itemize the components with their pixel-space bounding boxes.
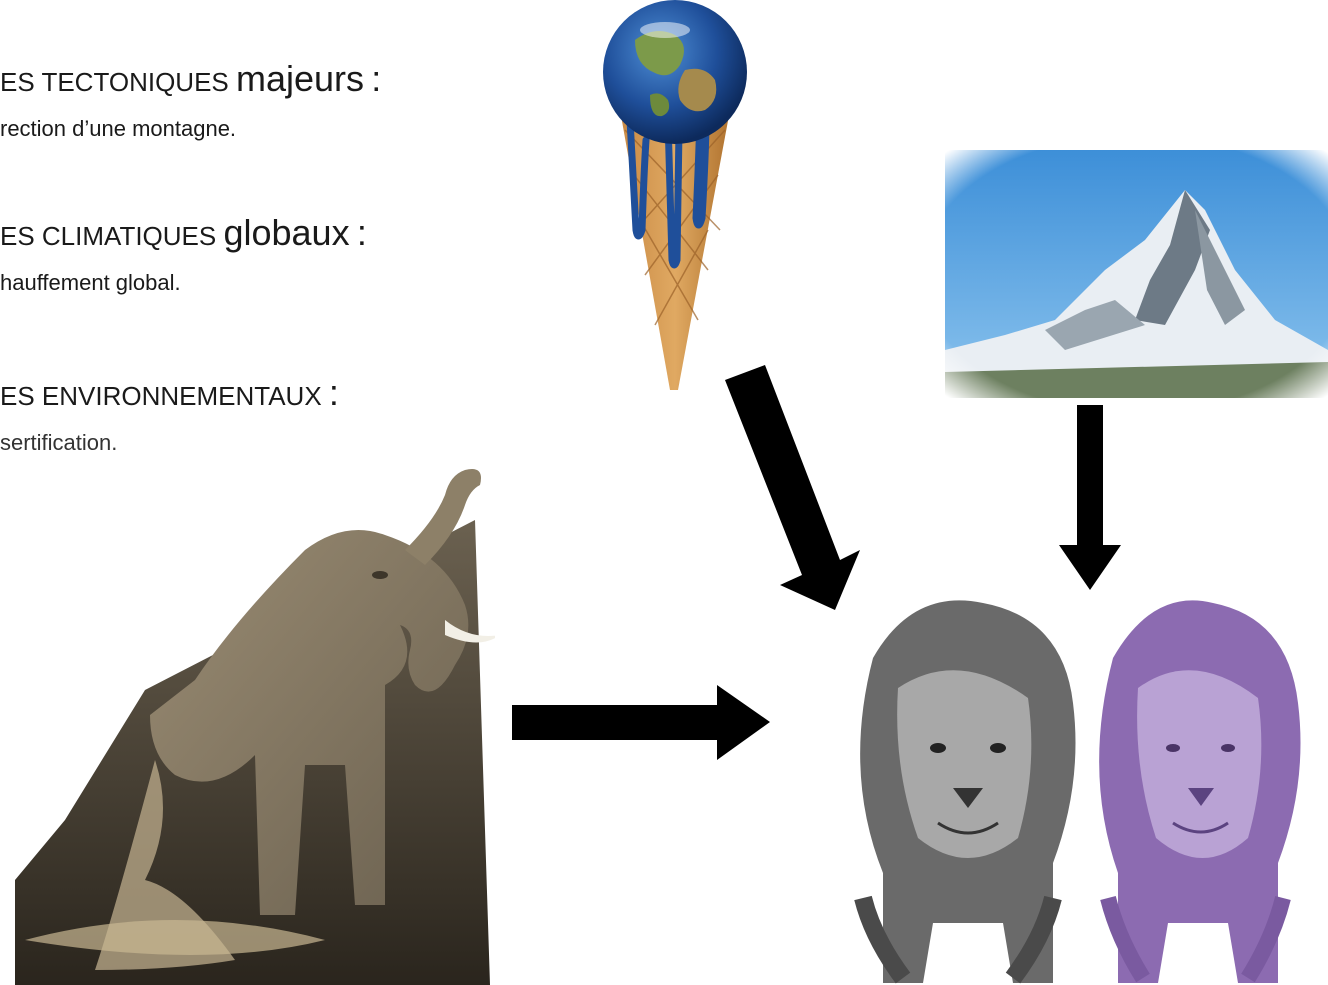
ice-cream-earth-image bbox=[590, 0, 760, 392]
gray-lion-image bbox=[843, 598, 1083, 985]
subtext-tectonic: rection d’une montagne. bbox=[0, 116, 236, 142]
heading-environmental-small: ES ENVIRONNEMENTAUX bbox=[0, 381, 322, 411]
heading-environmental-colon: : bbox=[329, 372, 339, 413]
subtext-environmental: sertification. bbox=[0, 430, 117, 456]
elephant-image bbox=[5, 460, 495, 985]
right-arrow bbox=[512, 685, 772, 760]
heading-tectonic-small: ES TECTONIQUES bbox=[0, 67, 229, 97]
down-arrow bbox=[1055, 405, 1125, 590]
heading-climatic-small: ES CLIMATIQUES bbox=[0, 221, 216, 251]
heading-tectonic-big: majeurs bbox=[236, 58, 364, 99]
purple-lion-image bbox=[1088, 598, 1308, 985]
subtext-climatic: hauffement global. bbox=[0, 270, 181, 296]
heading-tectonic-colon: : bbox=[371, 58, 381, 99]
heading-climatic-colon: : bbox=[357, 212, 367, 253]
heading-climatic-big: globaux bbox=[223, 212, 349, 253]
heading-climatic: ES CLIMATIQUES globaux : bbox=[0, 212, 367, 254]
diagonal-arrow bbox=[710, 360, 870, 620]
mountain-image bbox=[945, 150, 1328, 398]
heading-tectonic: ES TECTONIQUES majeurs : bbox=[0, 58, 381, 100]
heading-environmental: ES ENVIRONNEMENTAUX : bbox=[0, 372, 339, 414]
